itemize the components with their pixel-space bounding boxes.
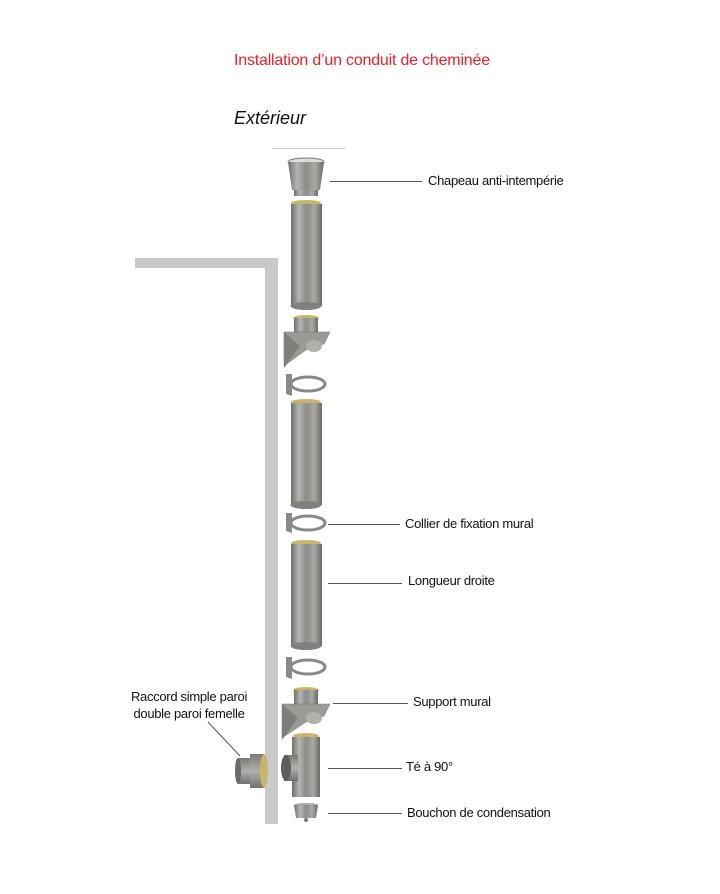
label-raccord: Raccord simple paroi double paroi femell… (124, 688, 254, 722)
wall-top (135, 258, 278, 268)
chapeau-part (287, 157, 325, 196)
label-raccord-line1: Raccord simple paroi (130, 689, 248, 704)
leader-support (333, 703, 408, 704)
label-support: Support mural (413, 694, 491, 709)
label-chapeau: Chapeau anti-intempérie (428, 173, 564, 188)
leader-collier (328, 524, 400, 525)
section-subtitle: Extérieur (234, 108, 307, 128)
roof-line (272, 148, 346, 149)
pipe-1 (290, 200, 322, 310)
leader-longueur (328, 583, 402, 584)
label-collier: Collier de fixation mural (405, 516, 534, 531)
support-mural-2 (281, 687, 331, 740)
collier-3 (286, 657, 327, 679)
raccord-part (235, 754, 268, 788)
te-90 (281, 733, 320, 797)
support-mural-1 (283, 315, 331, 368)
diagram-title: Installation d’un conduit de cheminée (234, 52, 490, 69)
leader-te (328, 768, 402, 769)
pipe-3 (290, 540, 322, 650)
pipe-2 (290, 399, 322, 509)
label-longueur: Longueur droite (408, 573, 495, 588)
label-te: Té à 90° (406, 759, 453, 774)
bouchon (294, 803, 318, 822)
wall-side (265, 258, 278, 824)
leader-chapeau (330, 181, 422, 182)
label-bouchon: Bouchon de condensation (407, 805, 551, 820)
leader-bouchon (328, 813, 402, 814)
collier-1 (286, 374, 327, 396)
collier-2 (286, 513, 327, 533)
label-raccord-line2: double paroi femelle (133, 706, 245, 721)
